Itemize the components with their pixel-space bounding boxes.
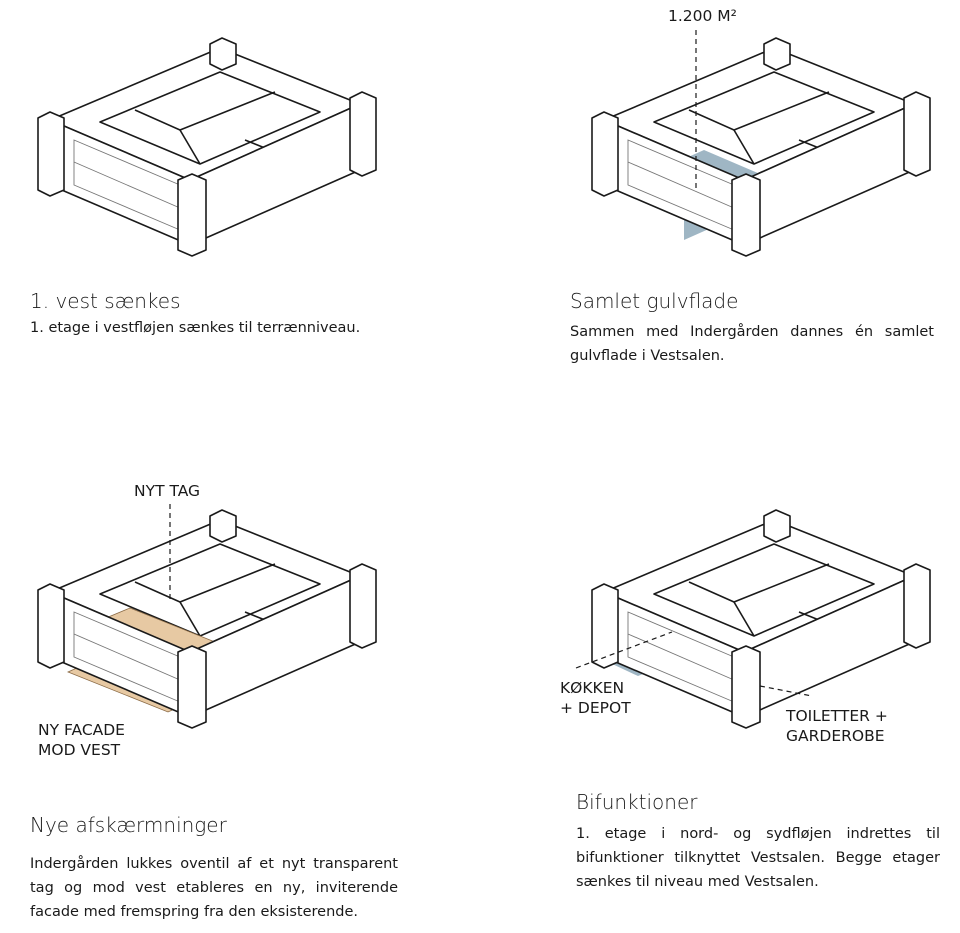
corner-tower-south — [731, 173, 761, 257]
roof-label: NYT TAG — [134, 482, 201, 500]
panel-nye-afskaermninger: NYT TAG NY FACADE MOD VEST Nye afskærmni… — [0, 466, 480, 933]
panel-title: Samlet gulvflade — [570, 289, 739, 313]
corner-tower-east — [349, 563, 377, 649]
axonometric-building-2 — [591, 37, 931, 257]
wing-ridge-2 — [733, 129, 755, 165]
panel-description: 1. etage i vestfløjen sænkes til terrænn… — [30, 320, 361, 336]
axonometric-building-3 — [37, 509, 377, 729]
corner-tower-west — [591, 583, 619, 669]
toilet-label: TOILETTER + GARDEROBE — [786, 707, 888, 745]
corner-tower-south — [177, 173, 207, 257]
corner-tower-west — [37, 583, 65, 669]
panel-description: Indergården lukkes oventil af et nyt tra… — [30, 856, 398, 920]
wing-ridge-2 — [179, 601, 201, 637]
panel-title: Bifunktioner — [576, 790, 698, 814]
corner-tower-west — [37, 111, 65, 197]
corner-tower-north — [209, 509, 237, 543]
corner-tower-north — [209, 37, 237, 71]
west-floorline — [627, 161, 735, 209]
corner-tower-east — [903, 91, 931, 177]
courtyard-edge — [99, 543, 321, 637]
panel-description: 1. etage i nord- og sydfløjen indrettes … — [576, 826, 940, 890]
courtyard-edge — [653, 71, 875, 165]
corner-tower-south — [177, 645, 207, 729]
corner-tower-south — [731, 645, 761, 729]
courtyard-edge — [653, 543, 875, 637]
wing-ridge-2 — [179, 129, 201, 165]
corner-tower-east — [903, 563, 931, 649]
corner-tower-west — [591, 111, 619, 197]
panel-samlet-gulvflade: 1.200 M² Samlet gulvflade Sammen med Ind… — [480, 0, 960, 466]
panel-bifunktioner: KØKKEN + DEPOT TOILETTER + GARDEROBE Bif… — [480, 466, 960, 933]
panel-vest-saenkes: 1. vest sænkes 1. etage i vestfløjen sæn… — [0, 0, 480, 466]
toilet-leader — [759, 685, 813, 697]
area-label: 1.200 M² — [668, 7, 737, 25]
corner-tower-east — [349, 91, 377, 177]
panel-title: Nye afskærmninger — [30, 813, 227, 837]
panel-description: Sammen med Indergården dannes én samlet … — [570, 324, 934, 364]
axonometric-building-1 — [37, 37, 377, 257]
wing-ridge-2 — [733, 601, 755, 637]
kitchen-label: KØKKEN + DEPOT — [560, 679, 631, 717]
corner-tower-north — [763, 37, 791, 71]
panel-title: 1. vest sænkes — [30, 289, 181, 313]
west-floorline — [73, 633, 181, 681]
corner-tower-north — [763, 509, 791, 543]
west-floorline — [73, 161, 181, 209]
courtyard-edge — [99, 71, 321, 165]
kitchen-leader — [575, 631, 673, 669]
facade-label: NY FACADE MOD VEST — [38, 721, 125, 759]
axonometric-building-4 — [591, 509, 931, 729]
